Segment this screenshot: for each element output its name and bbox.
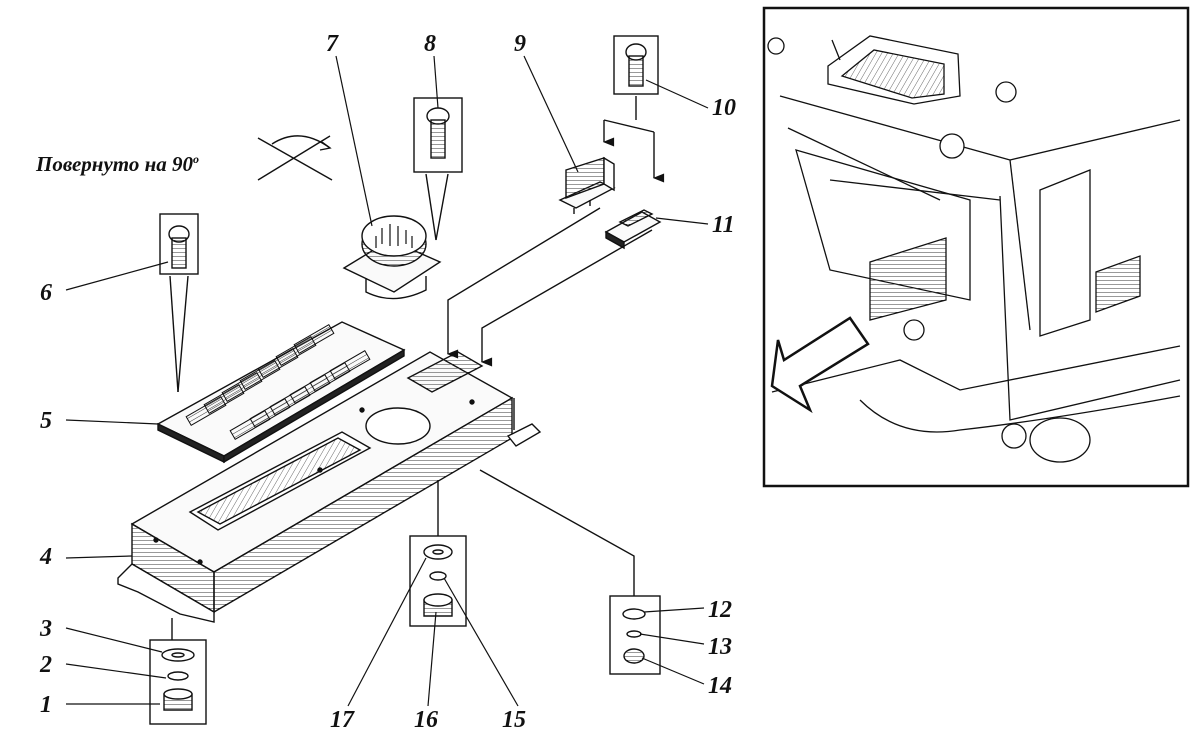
screw-part-6 bbox=[159, 213, 199, 393]
fastener-stack-15-17 bbox=[409, 480, 467, 627]
callout-13: 13 bbox=[708, 634, 732, 660]
callout-5: 5 bbox=[40, 408, 52, 434]
callout-4: 4 bbox=[40, 544, 52, 570]
callout-2: 2 bbox=[40, 652, 52, 678]
callout-7: 7 bbox=[326, 31, 338, 57]
callout-1: 1 bbox=[40, 692, 52, 718]
vehicle-inset bbox=[762, 6, 1190, 488]
callout-15: 15 bbox=[502, 707, 526, 733]
base-plate-part-4 bbox=[117, 351, 542, 623]
callout-14: 14 bbox=[708, 673, 732, 699]
fastener-stack-1-3 bbox=[149, 618, 207, 725]
screw-part-10 bbox=[602, 35, 665, 183]
callout-6: 6 bbox=[40, 280, 52, 306]
screw-part-8 bbox=[413, 97, 463, 241]
callout-9: 9 bbox=[514, 31, 526, 57]
socket-part-11 bbox=[604, 209, 662, 250]
callout-12: 12 bbox=[708, 597, 732, 623]
callout-10: 10 bbox=[712, 95, 736, 121]
rotation-symbol bbox=[257, 135, 333, 181]
callout-3: 3 bbox=[40, 616, 52, 642]
callout-leaders bbox=[65, 55, 709, 707]
callout-11: 11 bbox=[712, 212, 735, 238]
rotation-caption: Повернуто на 90o bbox=[36, 152, 199, 176]
terminal-board-part-5 bbox=[156, 321, 406, 464]
callout-16: 16 bbox=[414, 707, 438, 733]
assembly-arrows bbox=[446, 207, 653, 367]
callout-17: 17 bbox=[330, 707, 354, 733]
relay-part-9 bbox=[558, 156, 616, 214]
connector-part-7 bbox=[342, 215, 442, 300]
callout-8: 8 bbox=[424, 31, 436, 57]
fastener-stack-12-14 bbox=[479, 469, 661, 675]
